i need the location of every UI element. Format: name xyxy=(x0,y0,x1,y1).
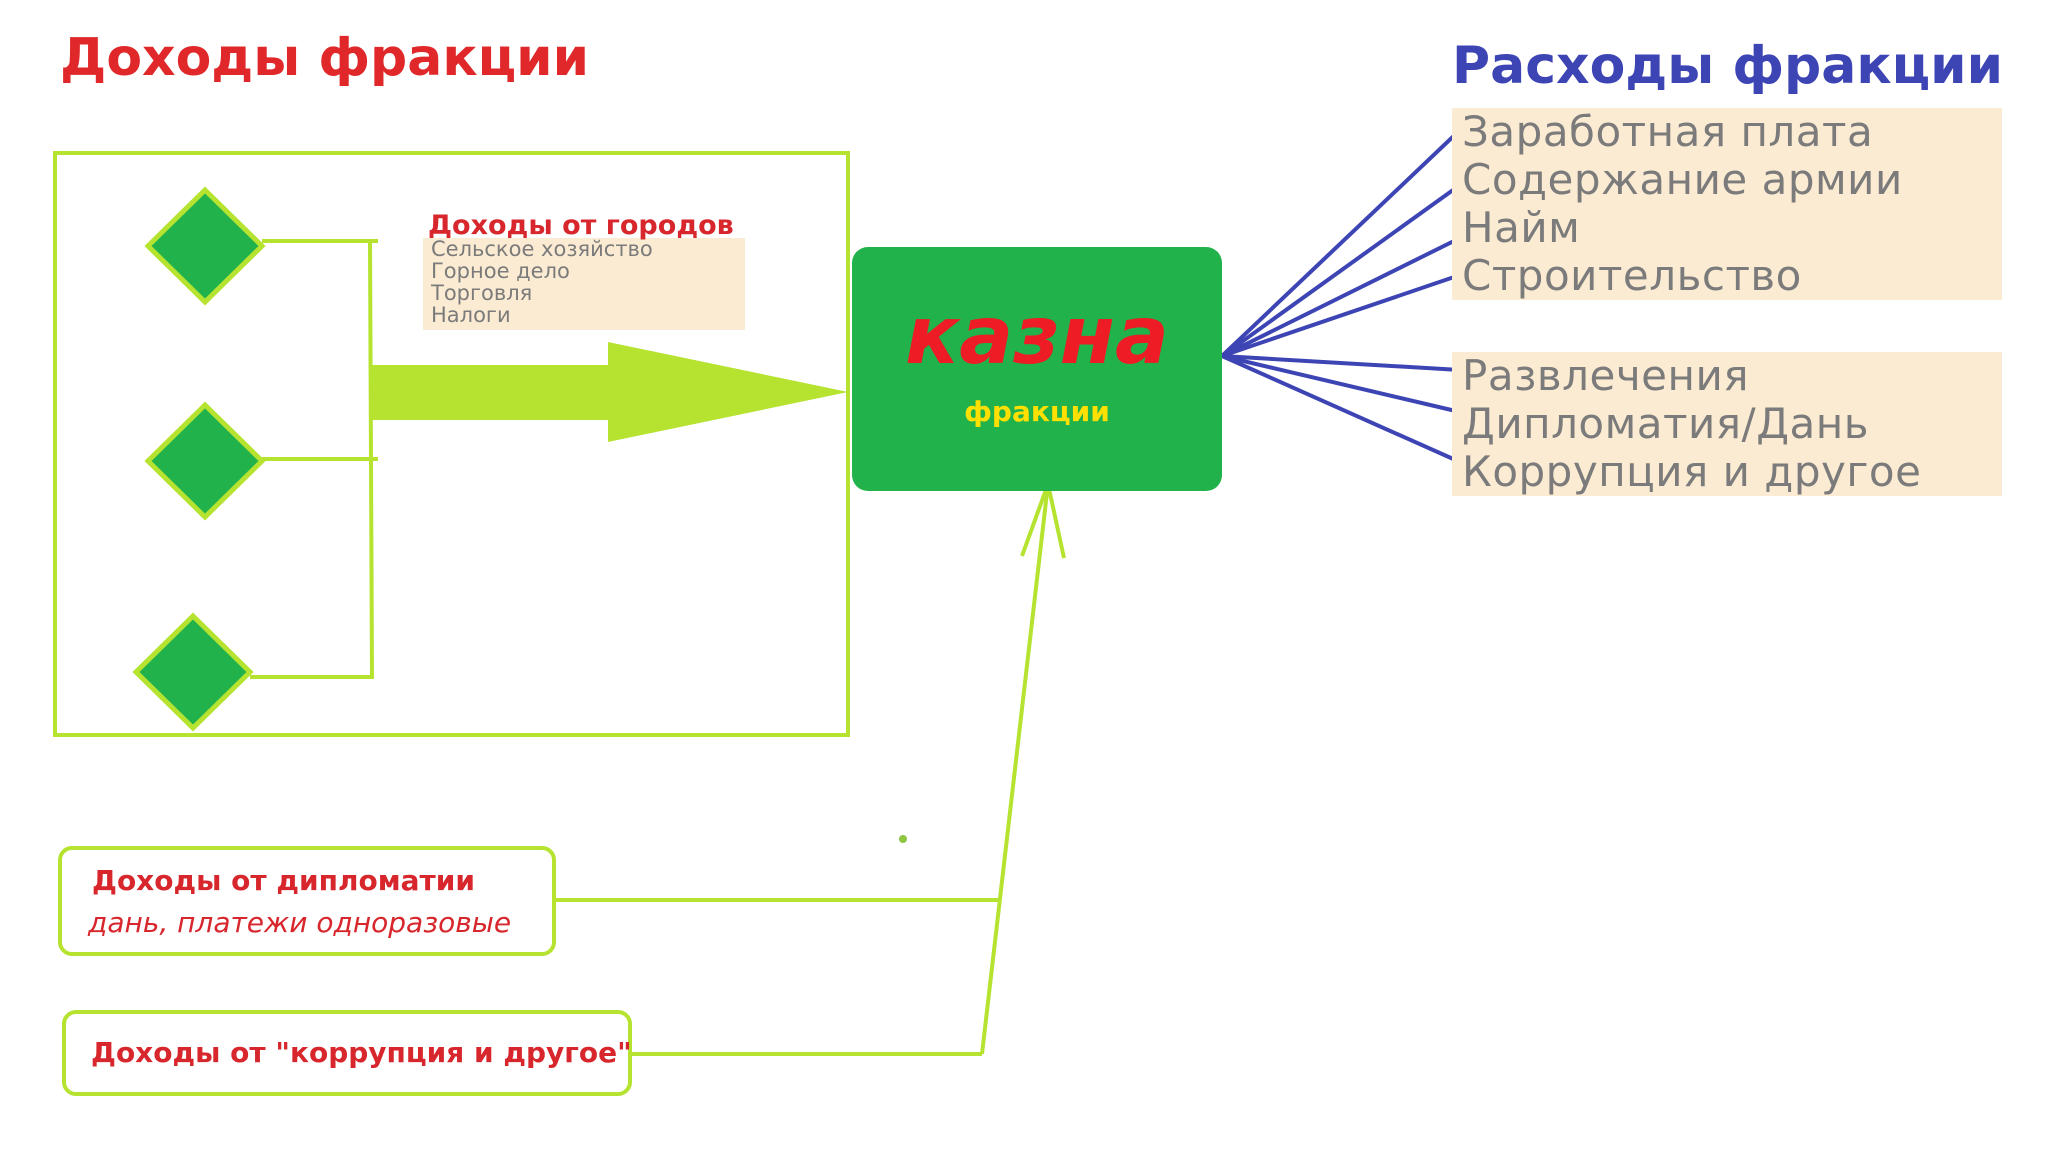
city-income-title: Доходы от городов xyxy=(428,210,734,241)
upward-income-line xyxy=(980,483,1050,1055)
treasury-sublabel: фракции xyxy=(964,395,1110,428)
diplomacy-income-box: Доходы от дипломатии дань, платежи однор… xyxy=(58,846,556,956)
expense-link-7 xyxy=(1221,354,1461,464)
city-bus-line xyxy=(368,240,374,680)
city-node-2 xyxy=(144,401,266,521)
expense-list-primary: Заработная плата Содержание армии Найм С… xyxy=(1452,108,2002,300)
income-title: Доходы фракции xyxy=(60,28,590,88)
expense-link-6 xyxy=(1221,354,1461,414)
expense-item: Заработная плата xyxy=(1462,107,1874,156)
expense-link-4 xyxy=(1221,273,1461,358)
expense-item: Коррупция и другое xyxy=(1462,447,1922,496)
expense-link-3 xyxy=(1221,236,1461,358)
expense-title: Расходы фракции xyxy=(1452,36,2004,96)
city-income-list: Сельское хозяйство Горное дело Торговля … xyxy=(423,238,745,330)
expense-links xyxy=(1220,128,1462,464)
treasury-box: казна фракции xyxy=(852,247,1222,491)
expense-link-5 xyxy=(1221,354,1461,372)
expense-list-secondary: Развлечения Дипломатия/Дань Коррупция и … xyxy=(1452,352,2002,496)
expense-link-1 xyxy=(1220,128,1462,358)
city-income-arrow xyxy=(370,342,848,442)
city-income-item: Налоги xyxy=(431,303,511,327)
cities-frame xyxy=(53,151,850,737)
treasury-label: казна xyxy=(904,289,1170,382)
expense-link-2 xyxy=(1220,183,1462,358)
city-income-item: Торговля xyxy=(431,281,533,305)
city-node-3 xyxy=(132,612,254,732)
city-node-1 xyxy=(144,186,266,306)
diplomacy-income-title: Доходы от дипломатии xyxy=(92,864,475,897)
city-income-item: Горное дело xyxy=(431,259,570,283)
city-income-item: Сельское хозяйство xyxy=(431,237,653,261)
stray-dot xyxy=(899,835,907,843)
expense-item: Строительство xyxy=(1462,251,1802,300)
expense-item: Дипломатия/Дань xyxy=(1462,399,1869,448)
corruption-income-box: Доходы от "коррупция и другое" xyxy=(62,1010,632,1096)
expense-item: Найм xyxy=(1462,203,1581,252)
expense-item: Содержание армии xyxy=(1462,155,1903,204)
diplomacy-income-subtitle: дань, платежи одноразовые xyxy=(88,906,512,939)
expense-item: Развлечения xyxy=(1462,351,1750,400)
corruption-income-title: Доходы от "коррупция и другое" xyxy=(91,1036,632,1069)
